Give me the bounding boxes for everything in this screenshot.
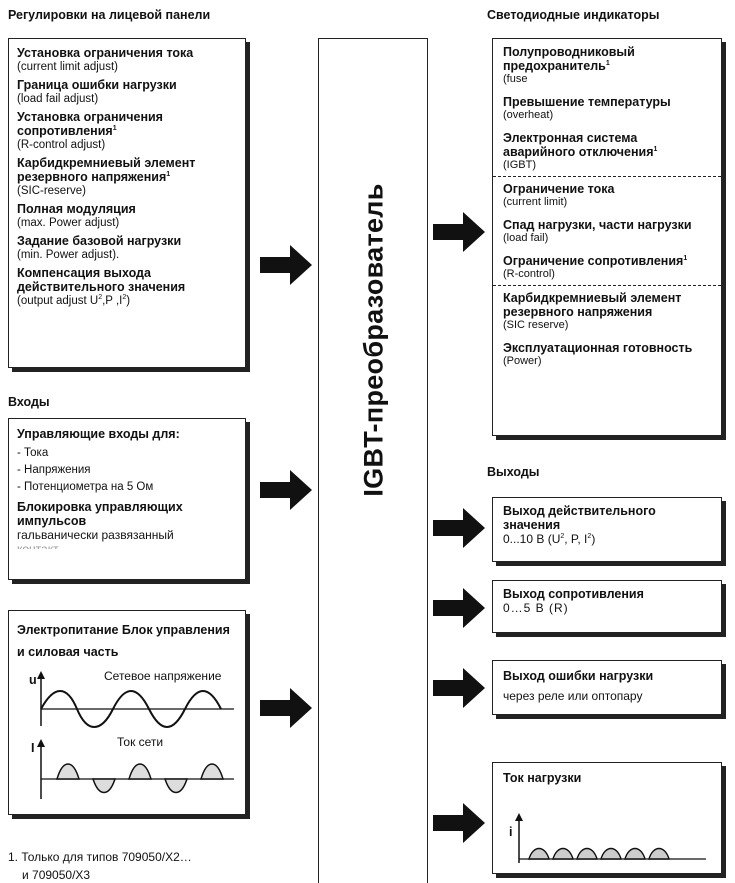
grid-current-label: Ток сети (117, 735, 164, 749)
fp-item-min-power: Задание базовой нагрузки (min. Power adj… (17, 234, 182, 261)
fp-item-current-limit: Установка ограничения тока (current limi… (17, 46, 194, 73)
inputs-box: Управляющие входы для: - Тока - Напряжен… (8, 418, 246, 580)
output-actual-value-range: 0...10 В (U2, P, I2) (503, 532, 596, 546)
pulse-block-text-cut: контакт (17, 542, 59, 549)
output-load-fail-title: Выход ошибки нагрузки (503, 669, 654, 683)
fp-item-output-adjust: Компенсация выхода действительного значе… (17, 266, 186, 307)
arrow-right-icon (260, 688, 312, 728)
led-load-fail: Спад нагрузки, части нагрузки (load fail… (503, 218, 692, 244)
waveform-graphs (37, 671, 234, 799)
led-sic-reserve: Карбидкремниевый элемент резервного напр… (503, 291, 682, 331)
outputs-header: Выходы (487, 465, 540, 479)
arrow-right-icon (433, 212, 485, 252)
arrow-right-icon (433, 588, 485, 628)
inputs-title: Управляющие входы для: (17, 427, 180, 441)
arrow-right-icon (433, 803, 485, 843)
output-resistance-range: 0…5 В (R) (503, 601, 569, 615)
front-panel-header: Регулировки на лицевой панели (8, 8, 211, 22)
divider (493, 285, 721, 286)
output-actual-value-box: Выход действительного значения 0...10 В … (492, 497, 722, 562)
power-title: Электропитание Блок управления и силовая… (17, 623, 230, 659)
list-item: - Тока (17, 447, 49, 459)
output-load-fail-text: через реле или оптопару (503, 689, 643, 703)
pulse-block-text: гальванически развязанный (17, 528, 174, 542)
power-box: Электропитание Блок управления и силовая… (8, 610, 246, 815)
arrow-right-icon (260, 470, 312, 510)
output-load-current-box: Ток нагрузки i (492, 762, 722, 874)
inputs-list: - Тока - Напряжения - Потенциометра на 5… (17, 445, 237, 496)
inputs-header: Входы (8, 395, 50, 409)
arrow-right-icon (433, 668, 485, 708)
output-actual-value-title: Выход действительного значения (503, 504, 656, 532)
fp-item-sic-reserve: Карбидкремниевый элемент резервного напр… (17, 156, 196, 197)
footnote-line1: 1. Только для типов 709050/X2… (8, 850, 192, 864)
pulse-block-title: Блокировка управляющих импульсов (17, 500, 183, 528)
converter-block (318, 38, 428, 883)
fp-item-r-control: Установка ограничения сопротивления1 (R-… (17, 110, 163, 151)
u-axis-label: u (29, 673, 37, 687)
fp-item-load-fail: Граница ошибки нагрузки (load fail adjus… (17, 78, 177, 105)
led-overheat: Превышение температуры (overheat) (503, 95, 671, 121)
output-resistance-box: Выход сопротивления 0…5 В (R) (492, 580, 722, 633)
converter-title: IGBT-преобразователь (358, 183, 389, 497)
arrow-right-icon (433, 508, 485, 548)
led-current-limit: Ограничение тока (current limit) (503, 182, 615, 208)
leds-header: Светодиодные индикаторы (487, 8, 660, 22)
front-panel-box: Установка ограничения тока (current limi… (8, 38, 246, 368)
load-current-graph (515, 813, 706, 863)
output-load-fail-box: Выход ошибки нагрузки через реле или опт… (492, 660, 722, 715)
led-fuse: Полупроводниковый предохранитель1 (fuse (503, 45, 635, 85)
footnote-line2: и 709050/X3 (22, 868, 91, 880)
i-axis-label: I (31, 741, 35, 755)
divider (493, 176, 721, 177)
output-load-current-title: Ток нагрузки (503, 771, 582, 785)
output-resistance-title: Выход сопротивления (503, 587, 644, 601)
fp-item-max-power: Полная модуляция (max. Power adjust) (17, 202, 136, 229)
arrow-right-icon (260, 245, 312, 285)
led-igbt: Электронная система аварийного отключени… (503, 131, 658, 171)
list-item: - Потенциометра на 5 Ом (17, 481, 154, 493)
load-current-axis-label: i (509, 825, 513, 839)
led-power: Эксплуатационная готовность (Power) (503, 341, 693, 367)
grid-voltage-label: Сетевое напряжение (104, 669, 222, 683)
leds-box: Полупроводниковый предохранитель1 (fuse … (492, 38, 722, 436)
list-item: - Напряжения (17, 464, 91, 476)
led-r-control: Ограничение сопротивления1 (R-control) (503, 254, 688, 280)
